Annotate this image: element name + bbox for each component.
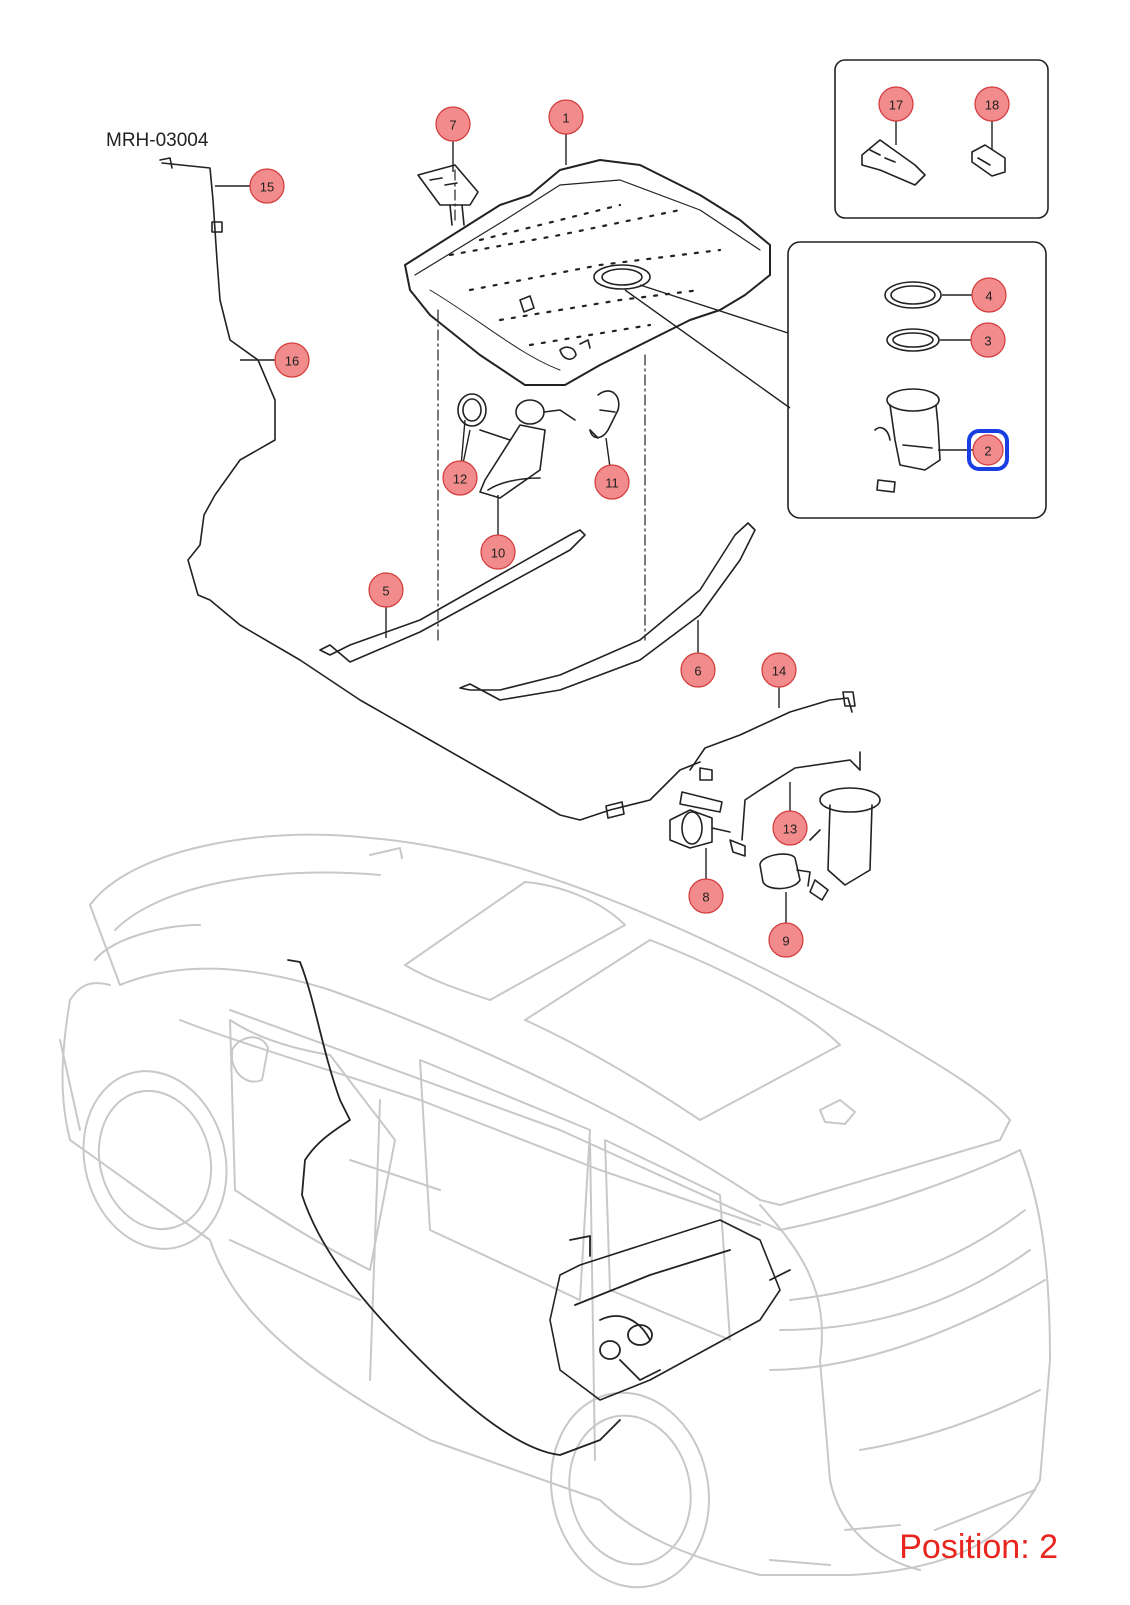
callout-18[interactable]: 18: [974, 86, 1010, 122]
pump-small: [809, 787, 881, 901]
callout-circle: [772, 810, 808, 846]
callout-circle: [768, 922, 804, 958]
callout-17[interactable]: 17: [878, 86, 914, 122]
callout-2[interactable]: 2: [967, 429, 1009, 471]
clip-18-drawing: [971, 144, 1006, 177]
callout-circle: [480, 534, 516, 570]
position-label: Position: 2: [899, 1528, 1058, 1566]
callout-circle: [680, 652, 716, 688]
callout-circle: [274, 342, 310, 378]
callout-13[interactable]: 13: [772, 810, 808, 846]
callout-circle: [442, 460, 478, 496]
callout-circle: [761, 652, 797, 688]
callout-circle: [970, 322, 1006, 358]
callout-circle: [974, 86, 1010, 122]
seal-drawing: [886, 328, 940, 352]
diagram-code: MRH-03004: [106, 130, 209, 151]
long-fuel-line: [159, 157, 701, 821]
tank-bracket: [417, 164, 479, 226]
callout-circle: [368, 572, 404, 608]
callout-7[interactable]: 7: [435, 106, 471, 142]
fuel-tank: [404, 159, 771, 386]
inset-pump-module: [787, 241, 1047, 519]
callout-16[interactable]: 16: [274, 342, 310, 378]
callout-1[interactable]: 1: [548, 99, 584, 135]
pump-module-drawing: [874, 388, 941, 493]
fuel-filter-9: [759, 853, 811, 890]
callout-3[interactable]: 3: [970, 322, 1006, 358]
lock-ring-drawing: [884, 281, 942, 309]
callout-circle: [548, 99, 584, 135]
callout-11[interactable]: 11: [594, 464, 630, 500]
callout-10[interactable]: 10: [480, 534, 516, 570]
front-fuel-lines: [679, 691, 861, 857]
vehicle-outline: [59, 833, 1051, 1589]
selected-highlight: [967, 429, 1009, 471]
callout-circle: [435, 106, 471, 142]
clip-17-drawing: [861, 139, 926, 186]
callout-5[interactable]: 5: [368, 572, 404, 608]
tank-straps: [319, 522, 756, 701]
alignment-lines: [437, 169, 646, 641]
callout-circle: [972, 434, 1004, 466]
callout-15[interactable]: 15: [249, 168, 285, 204]
filler-neck-assembly: [457, 390, 620, 499]
leader-lines: [215, 104, 993, 940]
inset-boxes: [787, 59, 1049, 519]
callout-circle: [971, 277, 1007, 313]
inset-clips: [834, 59, 1049, 219]
callout-circle: [688, 878, 724, 914]
fuel-filter-8: [669, 809, 731, 849]
parts-drawing: [159, 139, 1006, 901]
callout-12[interactable]: 12: [442, 460, 478, 496]
callout-circle: [249, 168, 285, 204]
callout-circle: [594, 464, 630, 500]
callout-6[interactable]: 6: [680, 652, 716, 688]
callout-14[interactable]: 14: [761, 652, 797, 688]
callout-4[interactable]: 4: [971, 277, 1007, 313]
callout-circle: [878, 86, 914, 122]
in-vehicle-fuel-system: [287, 959, 791, 1456]
callout-9[interactable]: 9: [768, 922, 804, 958]
callout-8[interactable]: 8: [688, 878, 724, 914]
